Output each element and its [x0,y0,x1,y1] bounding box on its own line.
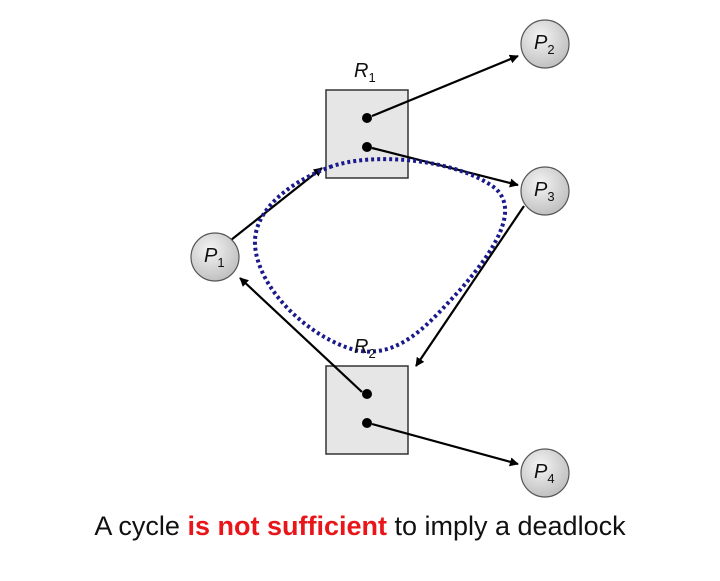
process-p4-node [520,448,570,498]
label-p1: P1 [204,245,225,270]
label-p2-main: P [534,32,548,54]
label-p3-sub: 3 [547,189,554,204]
label-r2-main: R [354,336,368,358]
label-p4-sub: 4 [547,471,554,486]
label-p2: P2 [534,32,555,57]
resource-r1-box [325,89,409,179]
cycle-highlight [252,157,507,354]
caption: A cycle is not sufficient to imply a dea… [0,511,720,542]
label-r2: R2 [354,336,376,361]
process-p3-node [520,166,570,216]
caption-after: to imply a deadlock [386,511,626,541]
r2-instance-2 [362,418,372,428]
r1-instance-2 [362,142,372,152]
label-p2-sub: 2 [547,42,554,57]
label-r2-sub: 2 [368,346,375,361]
r2-instance-1 [362,389,372,399]
label-r1-main: R [354,60,368,82]
resource-r2-box [325,365,409,455]
label-r1-sub: 1 [368,70,375,85]
label-p3: P3 [534,179,555,204]
edge-r2-to-p4 [371,422,519,467]
caption-emphasis: is not sufficient [187,511,387,541]
edge-r2-to-p1 [239,277,363,393]
label-p4-main: P [534,461,548,483]
process-p1-node [190,232,240,282]
label-r1: R1 [354,60,376,85]
label-p1-main: P [204,245,218,267]
caption-before: A cycle [94,511,188,541]
label-p4: P4 [534,461,555,486]
r1-instance-1 [362,113,372,123]
label-p1-sub: 1 [217,255,224,270]
process-p2-node [520,19,570,69]
label-p3-main: P [534,179,548,201]
edge-p1-to-r1 [230,167,323,241]
edge-r1-to-p2 [371,54,519,118]
edge-p3-to-r2 [415,205,525,367]
